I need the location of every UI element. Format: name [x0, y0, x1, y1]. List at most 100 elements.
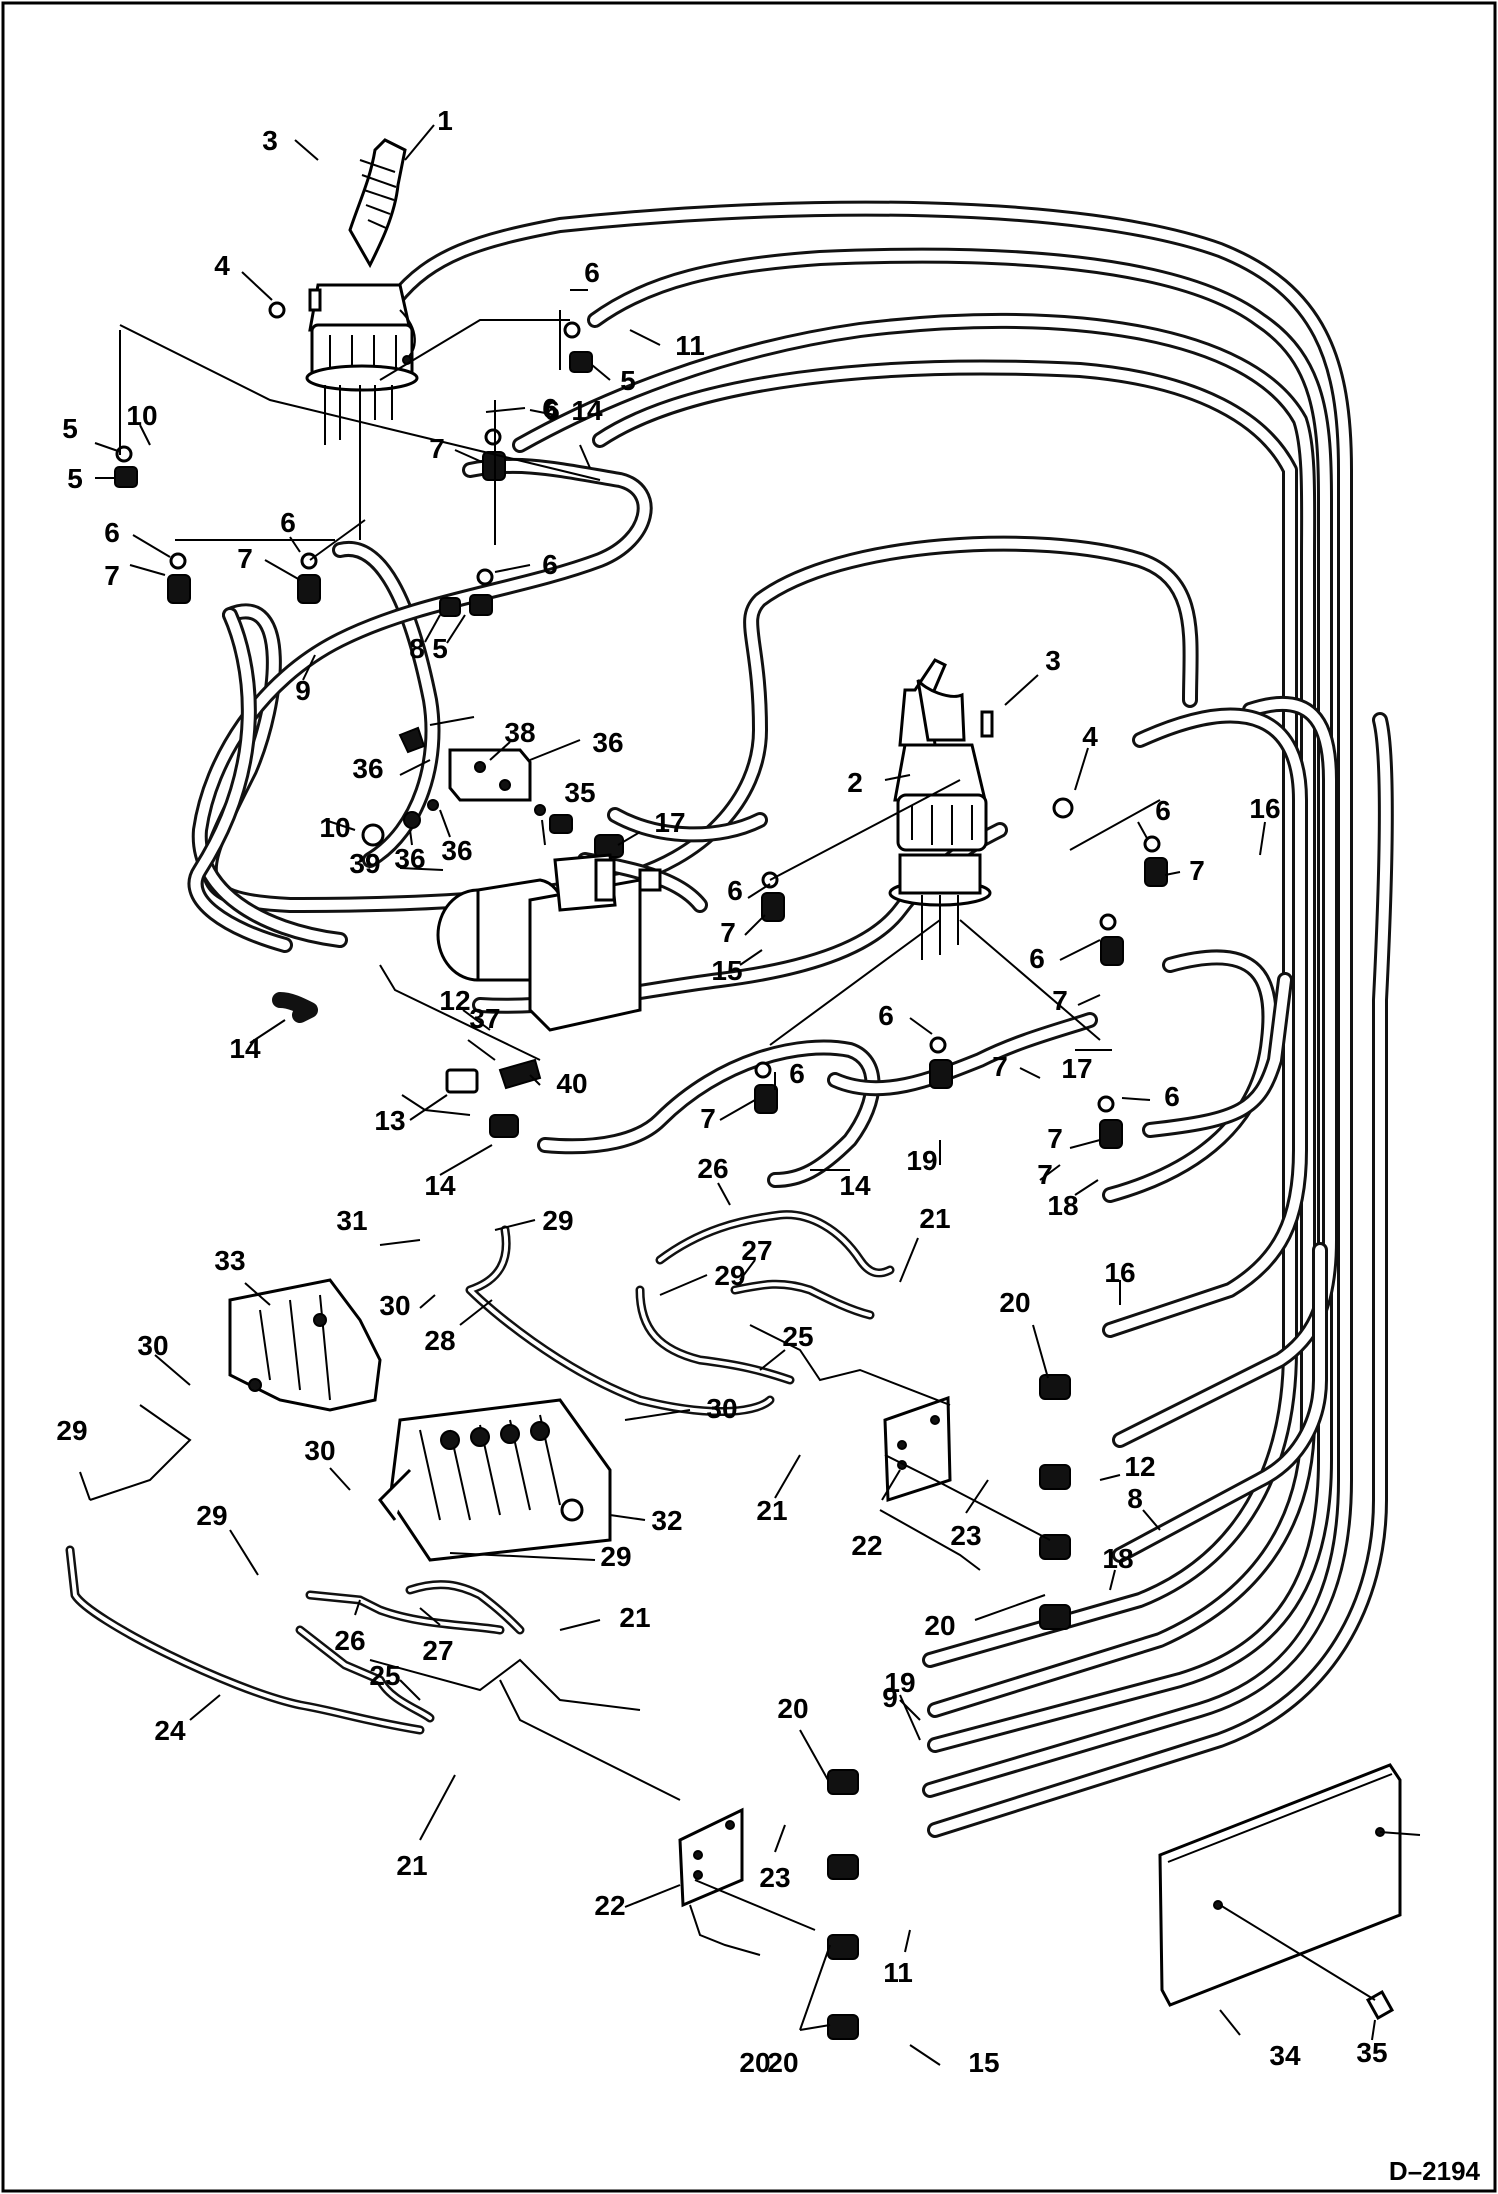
callout-label: 36 [352, 753, 383, 784]
callout-label: 6 [878, 1000, 894, 1031]
callout-label: 7 [1047, 1123, 1063, 1154]
leader-line [1259, 821, 1266, 856]
leader-line [379, 1239, 421, 1246]
callout-label: 7 [992, 1051, 1008, 1082]
callout-label: 25 [782, 1321, 813, 1352]
leader-line [529, 409, 556, 416]
leader-line [629, 329, 661, 346]
callout-label: 32 [651, 1505, 682, 1536]
callout-label: 3 [1045, 645, 1061, 676]
leader-line [1039, 1164, 1061, 1181]
leader-line [462, 1009, 491, 1031]
callout-label: 1 [437, 105, 453, 136]
leader-line [439, 809, 451, 838]
callout-label: 6 [544, 395, 560, 426]
leader-line [799, 2024, 831, 2031]
callout-label: 30 [137, 1330, 168, 1361]
callout-label: 6 [280, 507, 296, 538]
callout-label: 8 [1127, 1483, 1143, 1514]
callout-label: 21 [619, 1602, 650, 1633]
leader-line [529, 739, 581, 761]
leader-line [1074, 747, 1089, 791]
callout-label: 29 [714, 1260, 745, 1291]
leader-line [909, 1017, 933, 1035]
leader-line [241, 271, 273, 301]
callout-label: 6 [727, 875, 743, 906]
callout-label: 18 [1102, 1543, 1133, 1574]
callout-label: 12 [439, 985, 470, 1016]
callout-label: 40 [556, 1068, 587, 1099]
right-joystick [888, 658, 992, 960]
callout-label: 30 [379, 1290, 410, 1321]
leader-line [1099, 1474, 1121, 1481]
callout-label: 7 [720, 917, 736, 948]
leader-line [881, 1469, 901, 1501]
leader-line [459, 1299, 493, 1326]
leader-line [774, 1454, 801, 1499]
callout-label: 27 [422, 1635, 453, 1666]
leader-line [1074, 1179, 1099, 1196]
leader-line [139, 424, 151, 446]
callout-label: 14 [424, 1170, 456, 1201]
leader-line [1077, 994, 1101, 1006]
callout-label: 2 [847, 767, 863, 798]
leader-line [289, 536, 301, 553]
leader-line [1142, 1509, 1161, 1531]
callout-label: 5 [432, 633, 448, 664]
callout-label: 8 [409, 633, 425, 664]
callout-label: 13 [374, 1105, 405, 1136]
callout-label: 21 [919, 1203, 950, 1234]
callout-label: 39 [349, 848, 380, 879]
bulkhead-plates [678, 1374, 1071, 2040]
leader-line [739, 949, 763, 966]
callout-label: 14 [571, 395, 603, 426]
leader-line [747, 883, 771, 899]
callout-label: 4 [1082, 721, 1098, 752]
callout-label: 7 [1052, 985, 1068, 1016]
callout-label: 6 [542, 393, 558, 424]
callout-label: 36 [592, 727, 623, 758]
leader-line [624, 1409, 691, 1421]
callout-label: 23 [759, 1862, 790, 1893]
callout-label: 9 [882, 1682, 898, 1713]
leader-line [744, 914, 766, 936]
callout-label: 30 [304, 1435, 335, 1466]
callout-label: 4 [214, 250, 230, 281]
callout-label: 22 [851, 1530, 882, 1561]
leader-line [759, 1349, 786, 1371]
callout-label: 30 [706, 1393, 737, 1424]
callout-label: 26 [697, 1153, 728, 1184]
leader-line [229, 1529, 259, 1576]
callout-label: 22 [594, 1890, 625, 1921]
callout-label: 3 [262, 125, 278, 156]
manifold-group [361, 726, 662, 1138]
leader-line [739, 1259, 756, 1281]
leader-line [79, 1471, 91, 1501]
leader-line [719, 1099, 756, 1121]
leader-line [324, 819, 356, 831]
callout-label: 34 [1269, 2040, 1301, 2071]
callout-label: 10 [319, 812, 350, 843]
callout-label: 9 [295, 675, 311, 706]
callout-label: 5 [67, 463, 83, 494]
callout-label: 16 [1104, 1257, 1135, 1288]
callout-label: 6 [1029, 943, 1045, 974]
callout-labels: 1 2 3 3 4 4 5 5 5 5 6 6 6 6 6 6 6 6 6 [56, 105, 1387, 2078]
leader-line [1032, 1324, 1049, 1379]
callout-label: 24 [154, 1715, 186, 1746]
callout-label: 20 [924, 1610, 955, 1641]
leader-line [1109, 1569, 1116, 1591]
leader-line [399, 759, 431, 776]
callout-label: 19 [884, 1667, 915, 1698]
callout-label: 29 [542, 1205, 573, 1236]
leader-line [302, 654, 316, 681]
leader-line [1219, 2009, 1241, 2036]
callout-label: 19 [906, 1145, 937, 1176]
leader-line [244, 1282, 271, 1306]
leader-line [409, 829, 413, 846]
callout-label: 6 [789, 1058, 805, 1089]
control-valve [378, 1398, 612, 1562]
leader-line [541, 819, 546, 846]
